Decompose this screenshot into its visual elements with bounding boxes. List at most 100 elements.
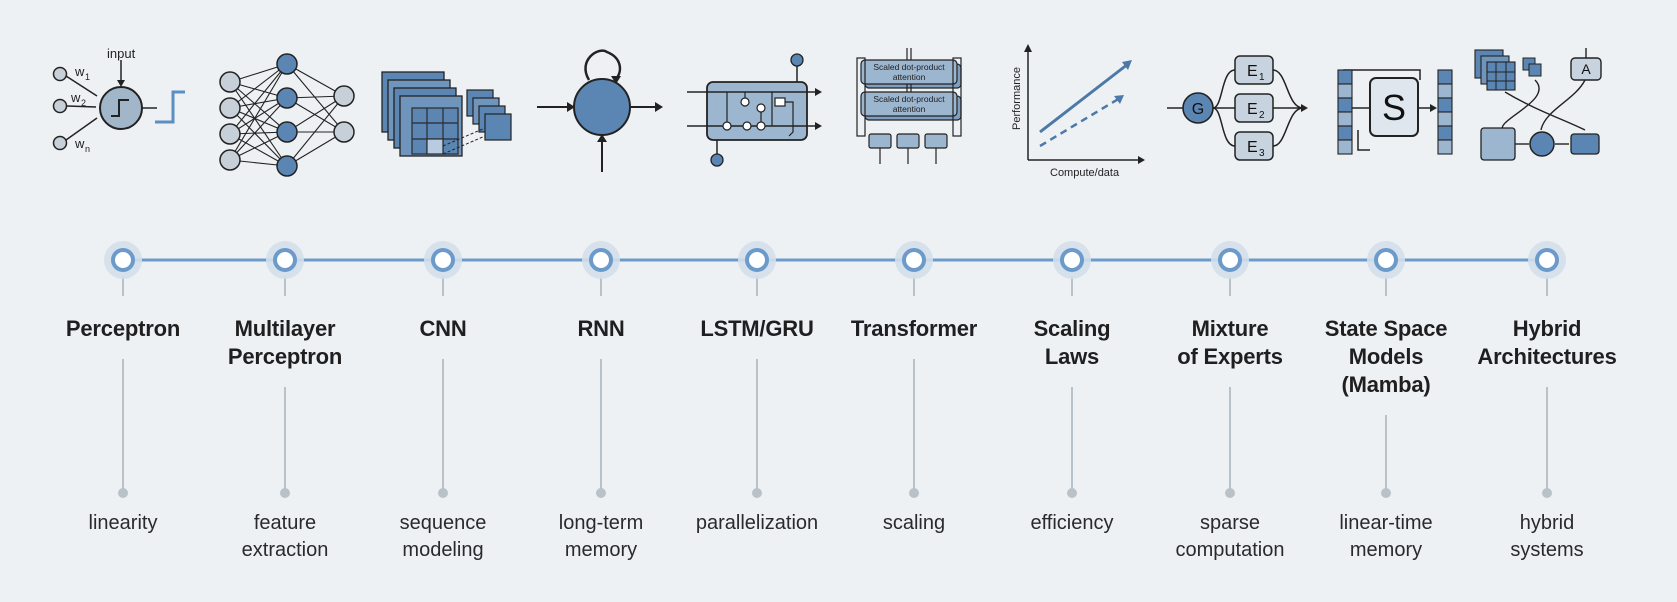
neuron [276,121,298,143]
y-axis-label: Performance [1011,67,1023,130]
cnn-icon [372,40,522,180]
ssm-label: S [1382,87,1406,128]
expert-subscript: 3 [1259,148,1265,159]
attention-label: attention [893,72,926,82]
node-halo [1053,241,1091,279]
milestone-subtitle: hybrid systems [1510,512,1584,561]
milestone-title: State Space Models (Mamba) [1324,316,1448,397]
hybrid-icon: A [1474,40,1625,180]
timeline-node [589,248,613,272]
attention-label: attention [893,104,926,114]
milestone-title: Scaling Laws [1033,316,1111,369]
lstm-icon [677,40,827,180]
connector-dot [1225,488,1235,498]
attention-label: Scaled dot-product [873,62,945,72]
state-cell [1437,69,1453,85]
hybrid-label: A [1581,61,1591,77]
node-halo [1528,241,1566,279]
neuron [333,85,355,107]
state-cell [1437,125,1453,141]
state-cell [1337,111,1353,127]
timeline-node [431,248,455,272]
input-label: input [107,46,136,61]
timeline-node [1374,248,1398,272]
node-halo [895,241,933,279]
connection-line [229,97,288,135]
expert-label: E [1247,63,1258,80]
timeline-node [902,248,926,272]
weight-label: w [74,136,85,151]
milestone-title: Mixture of Experts [1177,316,1283,369]
neuron [219,123,241,145]
state-cell [1437,139,1453,155]
milestone-subtitle: parallelization [695,512,819,534]
state-cell [1337,83,1353,99]
state-cell [1337,97,1353,113]
milestone-subtitle: sparse computation [1175,512,1285,561]
mlp-icon [212,40,362,180]
connection-line [286,97,345,133]
perceptron-icon: input w 1 w 2 w n [45,40,195,180]
milestone-subtitle: linear-time memory [1339,512,1433,561]
ssm-icon: S [1318,40,1468,180]
connector-dot [1381,488,1391,498]
milestone-subtitle: scaling [882,512,946,534]
node-halo [1211,241,1249,279]
connection-line [229,81,288,133]
node-halo [582,241,620,279]
milestone-title: Transformer [850,316,978,341]
neuron [333,121,355,143]
node-halo [266,241,304,279]
expert-subscript: 1 [1259,72,1265,83]
milestone-subtitle: long-term memory [558,512,644,561]
expert-label: E [1247,101,1258,118]
connector-dot [752,488,762,498]
moe-icon: G E 1 E 2 E 3 [1163,40,1313,180]
connection-line [229,107,288,167]
weight-subscript: n [85,144,90,154]
connector-dot [438,488,448,498]
neuron [276,155,298,177]
milestone-title: Hybrid Architectures [1477,316,1617,369]
milestone-subtitle: efficiency [1030,512,1114,534]
neuron [276,87,298,109]
connection-line [286,131,345,167]
gate-label: G [1192,101,1204,118]
expert-subscript: 2 [1259,110,1265,121]
transformer-icon: Scaled dot-product attention Scaled dot-… [835,40,985,180]
timeline-node [111,248,135,272]
timeline-node [1060,248,1084,272]
connection-line [229,97,288,161]
state-cell [1337,125,1353,141]
connector-dot [1542,488,1552,498]
neuron [219,97,241,119]
timeline-node [1535,248,1559,272]
connection-line [229,63,288,109]
connector-dot [909,488,919,498]
node-halo [1367,241,1405,279]
milestone-subtitle: linearity [88,512,158,534]
connection-line [286,95,345,133]
connector-dot [118,488,128,498]
x-axis-label: Compute/data [1050,167,1120,179]
timeline-node [273,248,297,272]
milestone-title: Multilayer Perceptron [227,316,343,369]
neuron [276,53,298,75]
state-cell [1337,139,1353,155]
neuron [219,149,241,171]
connection-line [229,63,288,161]
node-halo [104,241,142,279]
node-halo [424,241,462,279]
timeline-node [745,248,769,272]
rnn-icon [527,40,677,180]
neuron [219,71,241,93]
weight-label: w [70,90,81,105]
milestone-title: LSTM/GRU [700,316,814,341]
state-cell [1437,83,1453,99]
milestone-title: Perceptron [65,316,181,341]
expert-label: E [1247,139,1258,156]
milestone-subtitle: sequence modeling [399,512,487,561]
milestone-title: CNN [419,316,467,341]
connector-dot [596,488,606,498]
